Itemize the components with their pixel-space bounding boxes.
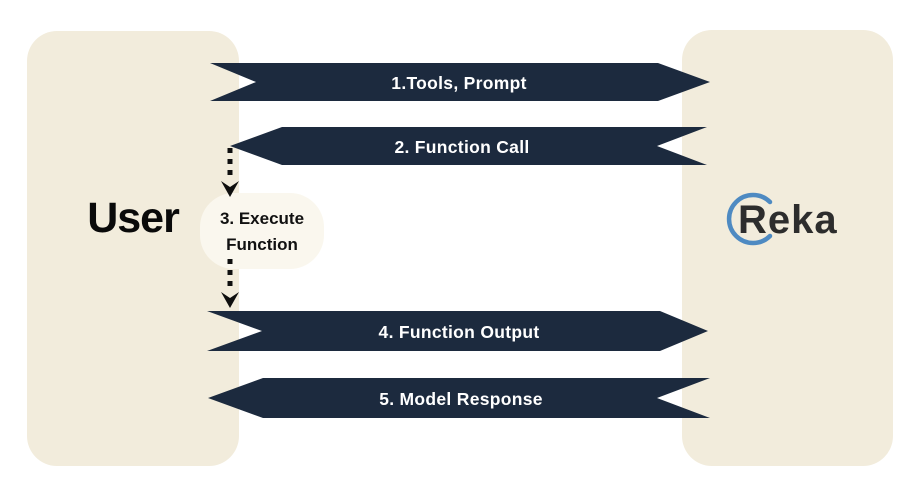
reka-logo: Reka xyxy=(726,192,838,246)
dotted-arrow-down-2 xyxy=(221,259,239,308)
arrow-step-1: 1.Tools, Prompt xyxy=(210,63,710,101)
arrow-step-2: 2. Function Call xyxy=(230,127,707,165)
arrow-step-1-label: 1.Tools, Prompt xyxy=(391,73,526,93)
dotted-arrow-down-1 xyxy=(221,148,239,197)
arrow-down-icon xyxy=(221,181,239,197)
execute-step-line2: Function xyxy=(226,235,298,254)
reka-logo-text: Reka xyxy=(738,198,838,242)
arrow-step-2-label: 2. Function Call xyxy=(394,137,529,157)
arrow-step-5: 5. Model Response xyxy=(208,378,710,418)
arrow-right-icon xyxy=(210,63,710,101)
reka-ring-icon xyxy=(726,192,773,246)
arrow-down-icon xyxy=(221,292,239,308)
arrow-right-icon xyxy=(207,311,708,351)
execute-bubble xyxy=(200,193,324,269)
arrow-left-icon xyxy=(230,127,707,165)
arrow-step-4-label: 4. Function Output xyxy=(379,322,540,342)
arrow-left-icon xyxy=(208,378,710,418)
reka-panel xyxy=(682,30,893,466)
arrow-step-5-label: 5. Model Response xyxy=(379,389,543,409)
user-label: User xyxy=(87,194,180,242)
arrow-step-4: 4. Function Output xyxy=(207,311,708,351)
execute-step-label: 3. Execute Function xyxy=(196,206,328,258)
execute-step-line1: 3. Execute xyxy=(219,209,305,228)
